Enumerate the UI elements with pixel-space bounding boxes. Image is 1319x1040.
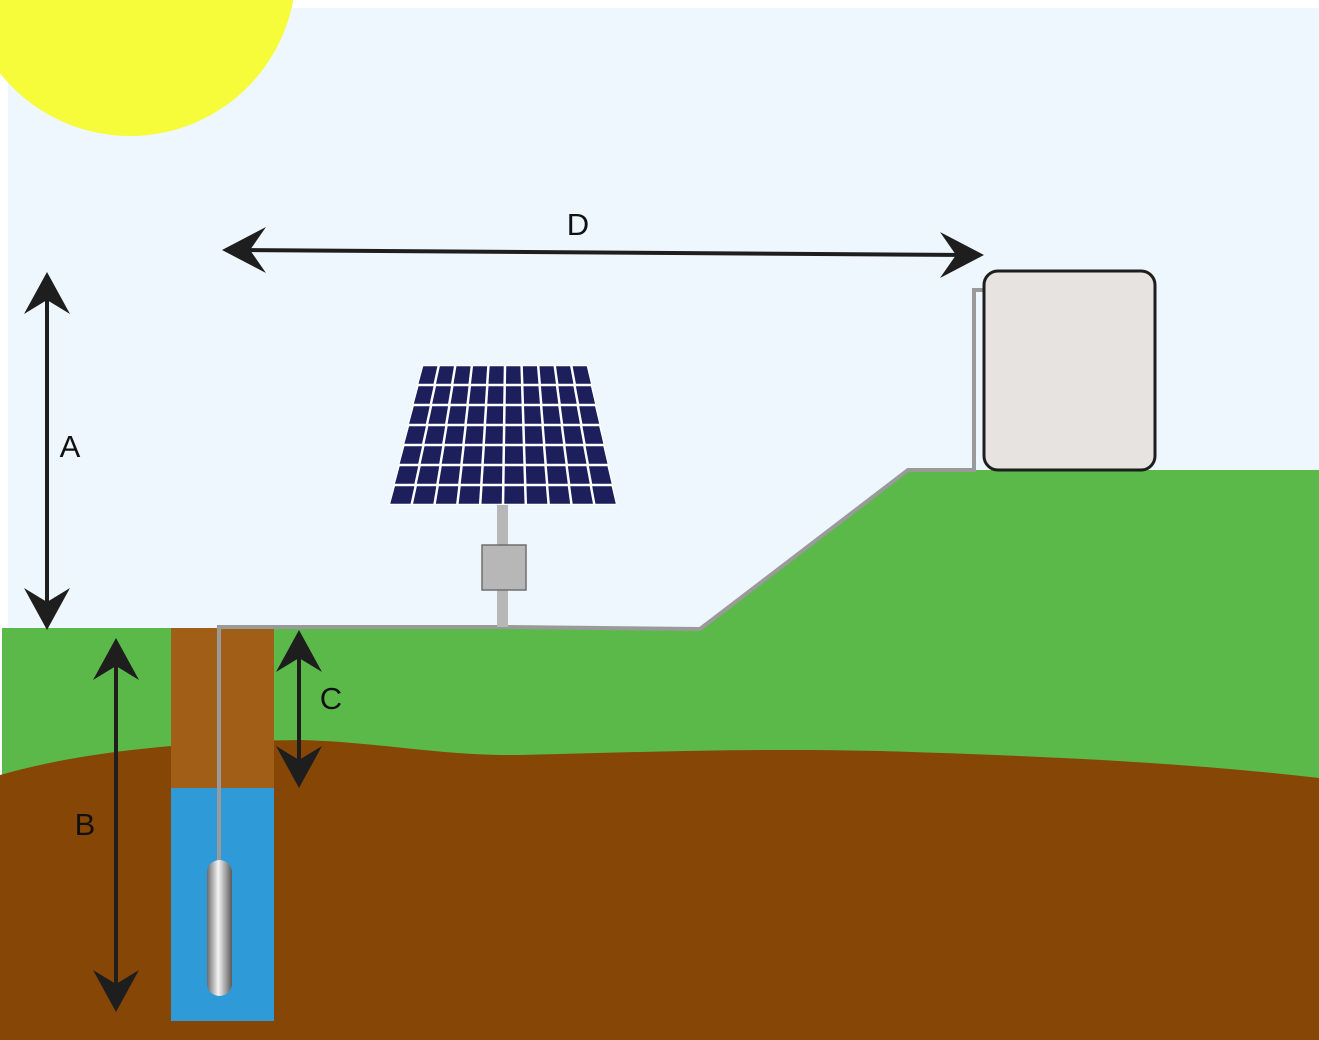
solar-cell [487, 386, 504, 404]
solar-cell [418, 366, 438, 384]
solar-cell [570, 486, 593, 504]
solar-cell [558, 386, 577, 404]
solar-cell [413, 386, 434, 404]
solar-cell [525, 466, 546, 484]
solar-cell [505, 386, 522, 404]
solar-cell [441, 446, 463, 464]
solar-cell [505, 426, 523, 444]
solar-cell [505, 406, 523, 424]
solar-cell [504, 466, 524, 484]
solar-cell [420, 446, 443, 464]
solar-cell [464, 426, 484, 444]
arrow-d-head-left [222, 227, 266, 273]
arrow-c-head-bottom [276, 746, 322, 788]
solar-cell [462, 446, 483, 464]
arrow-d-head-right [940, 232, 984, 278]
solar-cell [483, 446, 503, 464]
label-b: B [75, 807, 96, 842]
sun [0, 0, 294, 136]
arrow-b-head-bottom [93, 970, 139, 1012]
solar-cell [567, 466, 590, 484]
solar-cell [504, 486, 525, 504]
solar-cell [546, 466, 568, 484]
solar-cell [394, 466, 419, 484]
soil [0, 740, 1319, 1040]
storage-tank [982, 269, 1157, 472]
solar-cell [409, 406, 430, 424]
solar-cell [572, 366, 591, 384]
solar-cell [540, 386, 559, 404]
solar-cell [525, 446, 545, 464]
label-c: C [320, 681, 342, 716]
solar-cell [460, 466, 482, 484]
solar-cell [450, 386, 469, 404]
solar-cell [482, 466, 503, 484]
pump-controller [481, 544, 527, 591]
solar-cell [484, 426, 503, 444]
solar-cell [548, 486, 571, 504]
solar-cell [545, 446, 566, 464]
solar-cell [563, 426, 584, 444]
solar-panel [389, 365, 617, 505]
solar-cell [523, 386, 540, 404]
solar-cell [504, 446, 524, 464]
solar-cell [466, 406, 485, 424]
solar-cell [458, 486, 481, 504]
arrow-a-head-bottom [24, 588, 70, 630]
water-pipe [217, 288, 986, 870]
label-a: A [60, 429, 81, 464]
solar-cell [582, 426, 604, 444]
solar-cell [435, 486, 459, 504]
solar-cell [416, 466, 440, 484]
solar-cell [438, 466, 461, 484]
solar-cell [488, 366, 504, 384]
solar-cell [481, 486, 503, 504]
solar-cell [560, 406, 580, 424]
solar-cell [505, 366, 521, 384]
solar-cell [404, 426, 426, 444]
solar-cell [436, 366, 454, 384]
solar-cell [539, 366, 556, 384]
solar-cell [542, 406, 561, 424]
solar-cell [543, 426, 564, 444]
solar-cell [522, 366, 539, 384]
label-d: D [567, 207, 589, 242]
solar-cell [486, 406, 504, 424]
solar-cell [424, 426, 446, 444]
solar-cell [556, 366, 574, 384]
solar-cell [413, 486, 437, 504]
solar-cell [575, 386, 596, 404]
solar-cell [565, 446, 587, 464]
solar-cell [524, 406, 542, 424]
solar-cell [390, 486, 415, 504]
solar-cell [432, 386, 452, 404]
solar-cell [470, 366, 488, 384]
solar-cell [592, 486, 616, 504]
arrow-a-head-top [24, 272, 70, 314]
solar-cell [399, 446, 423, 464]
solar-cell [579, 406, 600, 424]
solar-cell [453, 366, 471, 384]
submersible-pump [207, 860, 232, 996]
arrow-d-line [237, 248, 969, 257]
solar-cell [585, 446, 608, 464]
well-casing [171, 628, 274, 788]
solar-cell [447, 406, 467, 424]
solar-cell [444, 426, 465, 444]
arrow-c-head-top [276, 630, 322, 672]
solar-cell [428, 406, 449, 424]
solar-cell [588, 466, 612, 484]
solar-cell [526, 486, 548, 504]
solar-cell [524, 426, 543, 444]
solar-cell [468, 386, 486, 404]
arrow-b-head-top [93, 638, 139, 680]
